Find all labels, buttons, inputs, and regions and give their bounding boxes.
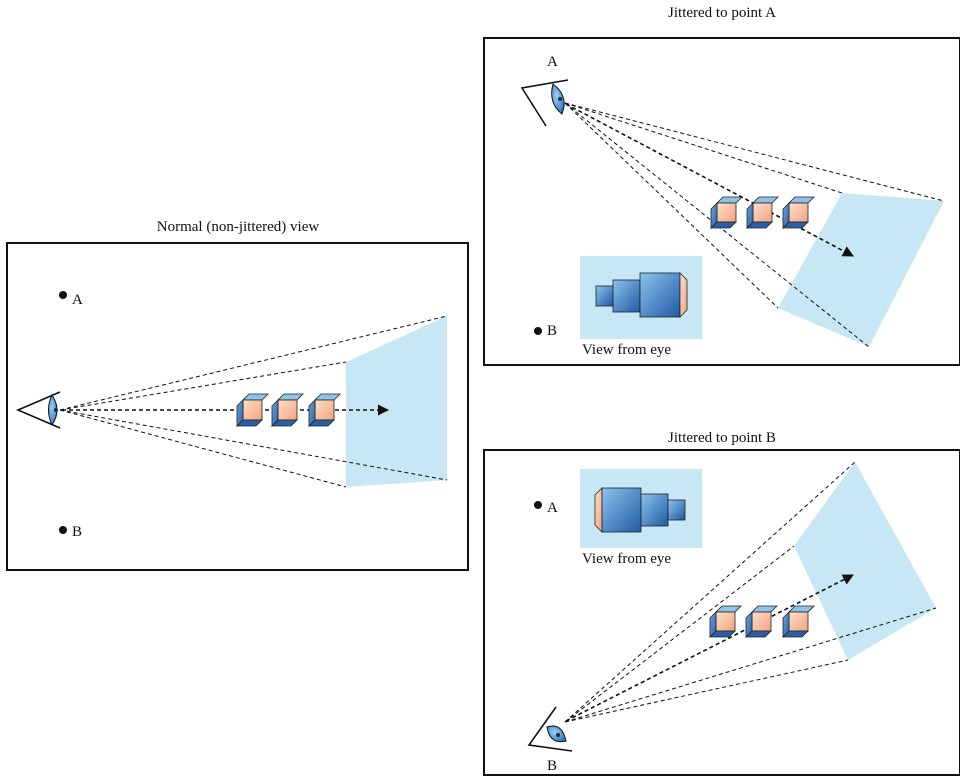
normal-view-point-b-label: B: [72, 524, 82, 540]
jitter-b-eye-icon: [527, 706, 573, 752]
normal-view-point-a-label: A: [72, 292, 83, 308]
normal-view-eye-icon: [15, 391, 61, 429]
jitter-b-point-a-label: A: [547, 500, 558, 516]
jitter-b-sight-arrow: [565, 574, 854, 722]
jitter-b-cube-3: [782, 605, 815, 638]
jitter-b-point-a-dot: [534, 501, 542, 509]
jitter-a-eye-view-objects: [595, 272, 688, 318]
jitter-b-cube-2: [745, 605, 778, 638]
jitter-a-frustum: [564, 102, 945, 348]
jitter-b-screen: [794, 462, 936, 660]
jitter-b-title: Jittered to point B: [668, 430, 776, 446]
normal-view-panel: Normal (non-jittered) view: [6, 219, 469, 571]
jitter-b-eye-view-inset: View from eye: [580, 469, 702, 567]
jitter-a-inset-caption: View from eye: [582, 342, 671, 358]
normal-view-point-b-dot: [59, 526, 67, 534]
normal-view-title: Normal (non-jittered) view: [157, 219, 320, 235]
jitter-b-panel: Jittered to point B B: [483, 430, 960, 776]
normal-view-point-a-dot: [59, 291, 67, 299]
jitter-a-eye-view-inset: View from eye: [580, 256, 702, 358]
jitter-a-panel: Jittered to point A A: [483, 5, 960, 366]
jitter-a-cube-2: [746, 196, 779, 229]
jitter-b-cube-1: [709, 605, 742, 638]
normal-view-cube-3: [308, 393, 341, 427]
jitter-a-eye-icon: [520, 79, 569, 127]
normal-view-cube-2: [271, 393, 304, 427]
normal-view-frustum: [59, 315, 448, 488]
jitter-b-frustum: [564, 461, 937, 723]
jitter-a-point-b-label: B: [547, 323, 557, 339]
jitter-a-point-b-dot: [534, 327, 542, 335]
normal-view-screen: [346, 316, 447, 487]
jitter-a-screen: [778, 193, 944, 347]
jitter-b-inset-caption: View from eye: [582, 551, 671, 567]
jitter-a-sight-arrow: [565, 103, 854, 257]
normal-view-cube-1: [236, 393, 269, 427]
jitter-a-eye-label: A: [547, 54, 558, 70]
jitter-b-eye-label: B: [547, 758, 557, 774]
jitter-a-cube-1: [710, 196, 743, 229]
jitter-a-title: Jittered to point A: [668, 5, 776, 21]
jitter-b-eye-view-objects: [594, 487, 686, 533]
jitter-a-cube-3: [782, 196, 815, 229]
